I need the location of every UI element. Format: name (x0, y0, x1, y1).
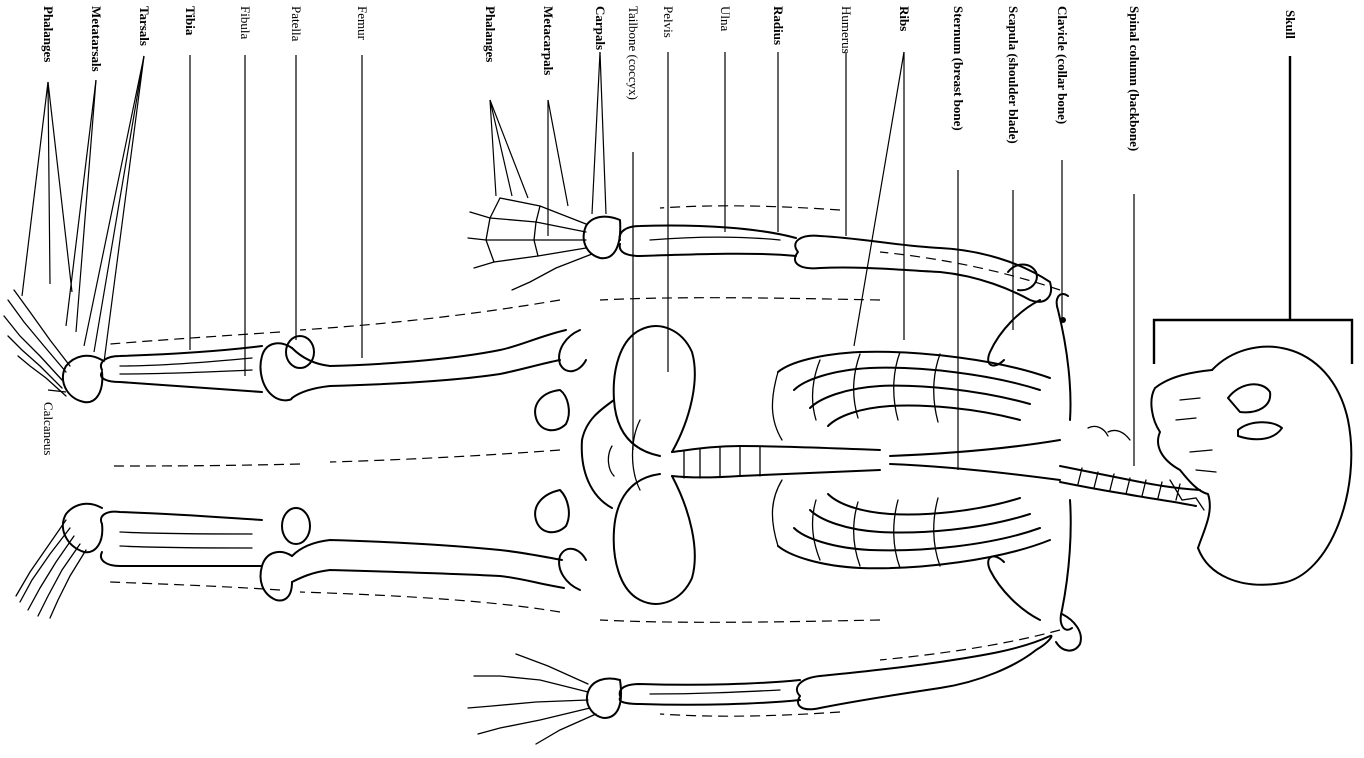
femur-bottom (261, 540, 564, 600)
label-ulna: Ulna (718, 6, 733, 32)
upper-arm-bottom (797, 614, 1081, 709)
leader-phalanges-foot-3 (48, 82, 72, 292)
label-carpals: Carpals (593, 6, 608, 50)
leader-calcaneus (48, 390, 66, 392)
label-fibula: Fibula (238, 6, 253, 39)
leader-tarsals-3 (104, 56, 144, 362)
label-ribs: Ribs (897, 6, 912, 31)
label-tibia: Tibia (183, 6, 198, 36)
leader-metatarsals-1 (66, 80, 96, 326)
leader-ribs-1 (854, 52, 904, 346)
label-clavicle: Clavicle (collar bone) (1055, 6, 1070, 124)
leader-phalanges-foot-2 (48, 82, 50, 284)
shoulder-girdle (988, 294, 1072, 630)
leader-carpals-2 (600, 52, 606, 214)
lower-leg-top (101, 346, 262, 392)
skeleton-drawing (4, 198, 1351, 744)
forearm-top (620, 226, 796, 257)
pelvis (535, 326, 695, 604)
leader-dot-clavicle (1060, 317, 1066, 323)
label-spinal-column: Spinal column (backbone) (1127, 6, 1142, 151)
foot-bottom (16, 504, 102, 618)
label-sternum: Sternum (breast bone) (951, 6, 966, 131)
lower-leg-bottom (101, 512, 262, 566)
leader-tarsals-2 (94, 56, 144, 352)
label-tarsals: Tarsals (137, 6, 152, 46)
label-calcaneus: Calcaneus (41, 402, 56, 455)
forearm-bottom (620, 680, 800, 705)
label-humerus: Humerus (839, 6, 854, 54)
label-metacarpals: Metacarpals (541, 6, 556, 75)
leader-tarsals-1 (84, 56, 144, 346)
label-phalanges-foot: Phalanges (41, 6, 56, 62)
leader-metacarpals-2 (548, 100, 568, 206)
hand-top (468, 198, 620, 290)
label-skull: Skull (1283, 10, 1298, 39)
skull-bracket (1154, 320, 1352, 364)
skull (1151, 347, 1351, 585)
label-phalanges-hand: Phalanges (483, 6, 498, 62)
label-pelvis: Pelvis (661, 6, 676, 38)
patella-top (286, 336, 314, 368)
leader-carpals-1 (592, 52, 600, 214)
labels: Phalanges Metatarsals Tarsals Tibia Fibu… (41, 6, 1298, 455)
label-tailbone: Tailbone (coccyx) (626, 6, 641, 100)
patella-bottom (282, 508, 310, 544)
label-radius: Radius (771, 6, 786, 45)
hand-bottom (468, 654, 621, 744)
foot-top (4, 290, 102, 402)
label-femur: Femur (355, 6, 370, 41)
ribcage (772, 352, 1060, 569)
label-patella: Patella (289, 6, 304, 42)
body-outline-dashes (110, 206, 1060, 716)
label-metatarsals: Metatarsals (89, 6, 104, 72)
label-scapula: Scapula (shoulder blade) (1006, 6, 1021, 144)
leader-metatarsals-2 (76, 80, 96, 332)
leader-phalanges-foot-1 (22, 82, 48, 296)
